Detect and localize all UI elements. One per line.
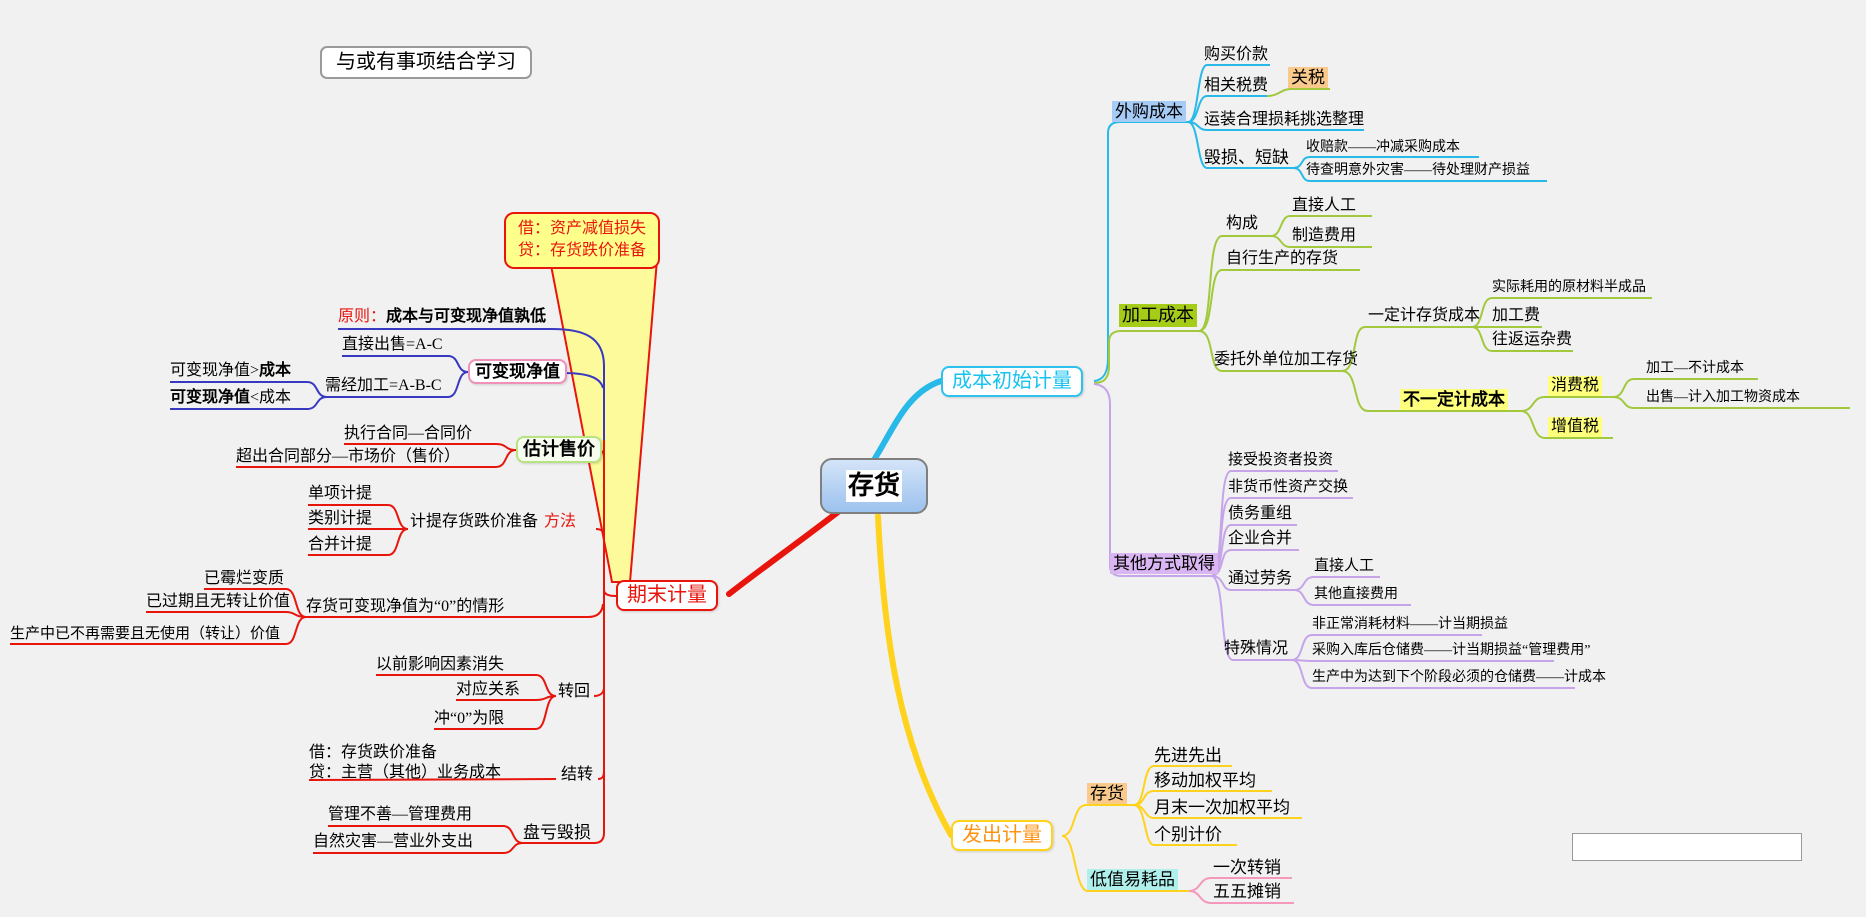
node-via-services[interactable]: 通过劳务 <box>1228 570 1293 587</box>
node-pending-disaster[interactable]: 待查明意外灾害——待处理财产损益 <box>1306 163 1530 178</box>
node-mildewed[interactable]: 已霉烂变质 <box>204 570 285 587</box>
node-purchased-cost[interactable]: 外购成本 <box>1112 101 1186 123</box>
node-correspondence[interactable]: 对应关系 <box>456 681 521 698</box>
principle-text: 成本与可变现净值孰低 <box>386 308 547 325</box>
node-low-value-consumables[interactable]: 低值易耗品 <box>1087 869 1178 891</box>
empty-note-box <box>1572 833 1802 861</box>
node-natural-disaster[interactable]: 自然灾害—营业外支出 <box>313 833 474 850</box>
node-direct-labor[interactable]: 直接人工 <box>1292 197 1357 214</box>
branch-initial-measurement[interactable]: 成本初始计量 <box>941 366 1083 397</box>
node-single-provision[interactable]: 单项计提 <box>308 485 373 502</box>
provision-text: 计提存货跌价准备 <box>410 513 539 530</box>
node-svc-direct-labor[interactable]: 直接人工 <box>1314 558 1375 574</box>
node-composition[interactable]: 构成 <box>1226 215 1259 232</box>
callout-credit-line: 贷：存货跌价准备 <box>518 242 647 260</box>
node-need-processing-formula[interactable]: 需经加工=A-B-C <box>325 377 442 394</box>
node-debt-restructuring[interactable]: 债务重组 <box>1228 505 1293 522</box>
node-carryover[interactable]: 结转 <box>561 766 594 783</box>
node-month-end-weighted-average[interactable]: 月末一次加权平均 <box>1154 798 1290 817</box>
node-poor-management[interactable]: 管理不善—管理费用 <box>328 806 473 823</box>
method-text: 方法 <box>544 513 577 530</box>
node-five-five-amortization[interactable]: 五五摊销 <box>1213 882 1281 901</box>
node-nonmonetary-exchange[interactable]: 非货币性资产交换 <box>1228 479 1349 495</box>
node-ct-processing[interactable]: 加工—不计成本 <box>1646 361 1744 376</box>
branch-period-end-measurement[interactable]: 期末计量 <box>616 580 718 611</box>
node-reversal[interactable]: 转回 <box>558 683 591 700</box>
floating-note[interactable]: 与或有事项结合学习 <box>320 46 532 79</box>
node-tariff[interactable]: 关税 <box>1288 67 1328 89</box>
node-principle[interactable]: 原则：成本与可变现净值孰低 <box>338 307 546 327</box>
node-ct-sale[interactable]: 出售—计入加工物资成本 <box>1646 390 1800 405</box>
root-topic-label: 存货 <box>845 469 902 503</box>
node-contract-price[interactable]: 执行合同—合同价 <box>344 425 473 442</box>
node-abnormal-consumption[interactable]: 非正常消耗材料——计当期损益 <box>1312 617 1508 632</box>
node-warehouse-after-purchase[interactable]: 采购入库后仓储费——计当期损益“管理费用” <box>1312 643 1591 658</box>
carryover-debit-line: 借：存货跌价准备 <box>309 744 438 761</box>
callout-journal-entry[interactable]: 借：资产减值损失 贷：存货跌价准备 <box>504 212 661 269</box>
node-other-acquisition[interactable]: 其他方式取得 <box>1110 553 1218 575</box>
node-nrv[interactable]: 可变现净值 <box>468 359 567 385</box>
branch-issue-measurement[interactable]: 发出计量 <box>951 820 1053 851</box>
node-vat[interactable]: 增值税 <box>1548 417 1603 437</box>
callout-debit-line: 借：资产减值损失 <box>518 220 647 237</box>
node-processing-cost[interactable]: 加工成本 <box>1119 304 1197 327</box>
node-consumption-tax[interactable]: 消费税 <box>1548 376 1603 396</box>
node-always-in-cost[interactable]: 一定计存货成本 <box>1368 307 1481 324</box>
node-provision-method[interactable]: 计提存货跌价准备方法 <box>410 512 576 532</box>
node-freight-loss-sorting[interactable]: 运装合理损耗挑选整理 <box>1204 111 1365 128</box>
node-special-cases[interactable]: 特殊情况 <box>1224 640 1289 657</box>
node-manufacturing-overhead[interactable]: 制造费用 <box>1292 227 1357 244</box>
node-one-time-writeoff[interactable]: 一次转销 <box>1213 858 1281 877</box>
node-no-longer-needed[interactable]: 生产中已不再需要且无使用（转让）价值 <box>10 626 281 642</box>
principle-prefix: 原则： <box>338 308 387 325</box>
node-category-provision[interactable]: 类别计提 <box>308 510 373 527</box>
root-topic[interactable]: 存货 <box>820 458 928 514</box>
node-carryover-entry[interactable]: 借：存货跌价准备 贷：主营（其他）业务成本 <box>309 743 501 783</box>
node-estimated-price[interactable]: 估计售价 <box>516 436 602 463</box>
node-issue-inventory[interactable]: 存货 <box>1087 783 1127 805</box>
node-processing-fee[interactable]: 加工费 <box>1492 307 1541 324</box>
node-svc-other-direct[interactable]: 其他直接费用 <box>1314 587 1398 602</box>
nrv-lt-bold: 可变现净值 <box>170 389 251 406</box>
node-fifo[interactable]: 先进先出 <box>1154 746 1222 765</box>
node-specific-identification[interactable]: 个别计价 <box>1154 825 1222 844</box>
node-zero-nrv-cases[interactable]: 存货可变现净值为“0”的情形 <box>306 598 505 615</box>
node-factor-disappeared[interactable]: 以前影响因素消失 <box>376 656 505 673</box>
node-warehouse-next-stage[interactable]: 生产中为达到下个阶段必须的仓储费——计成本 <box>1312 670 1606 685</box>
node-outsourced-processing[interactable]: 委托外单位加工存货 <box>1214 351 1359 368</box>
node-related-taxes[interactable]: 相关税费 <box>1204 77 1269 94</box>
node-not-always-in-cost[interactable]: 不一定计成本 <box>1400 389 1508 411</box>
node-self-produced[interactable]: 自行生产的存货 <box>1226 250 1339 267</box>
node-round-trip-freight[interactable]: 往返运杂费 <box>1492 331 1573 348</box>
node-damage-shortage[interactable]: 毁损、短缺 <box>1204 148 1289 167</box>
node-purchase-price[interactable]: 购买价款 <box>1204 46 1269 63</box>
node-inventory-loss[interactable]: 盘亏毁损 <box>523 823 591 842</box>
carryover-credit-line: 贷：主营（其他）业务成本 <box>309 764 502 781</box>
node-reverse-to-zero-limit[interactable]: 冲“0”为限 <box>434 710 505 727</box>
node-combined-provision[interactable]: 合并计提 <box>308 536 373 553</box>
node-business-merger[interactable]: 企业合并 <box>1228 530 1293 547</box>
node-direct-sale-formula[interactable]: 直接出售=A-C <box>342 336 443 353</box>
node-nrv-lt-cost[interactable]: 可变现净值<成本 <box>170 388 291 408</box>
node-claim-offset[interactable]: 收赔款——冲减采购成本 <box>1306 140 1460 155</box>
node-moving-weighted-average[interactable]: 移动加权平均 <box>1154 771 1256 790</box>
node-investor-investment[interactable]: 接受投资者投资 <box>1228 452 1334 468</box>
node-expired-no-value[interactable]: 已过期且无转让价值 <box>146 593 291 610</box>
node-over-contract-market-price[interactable]: 超出合同部分—市场价（售价） <box>236 448 461 465</box>
node-nrv-gt-cost[interactable]: 可变现净值>成本 <box>170 361 291 381</box>
nrv-gt-bold: 成本 <box>259 362 292 379</box>
nrv-lt-normal: <成本 <box>250 389 292 406</box>
node-materials-consumed[interactable]: 实际耗用的原材料半成品 <box>1492 280 1646 295</box>
nrv-gt-normal: 可变现净值> <box>170 362 260 379</box>
